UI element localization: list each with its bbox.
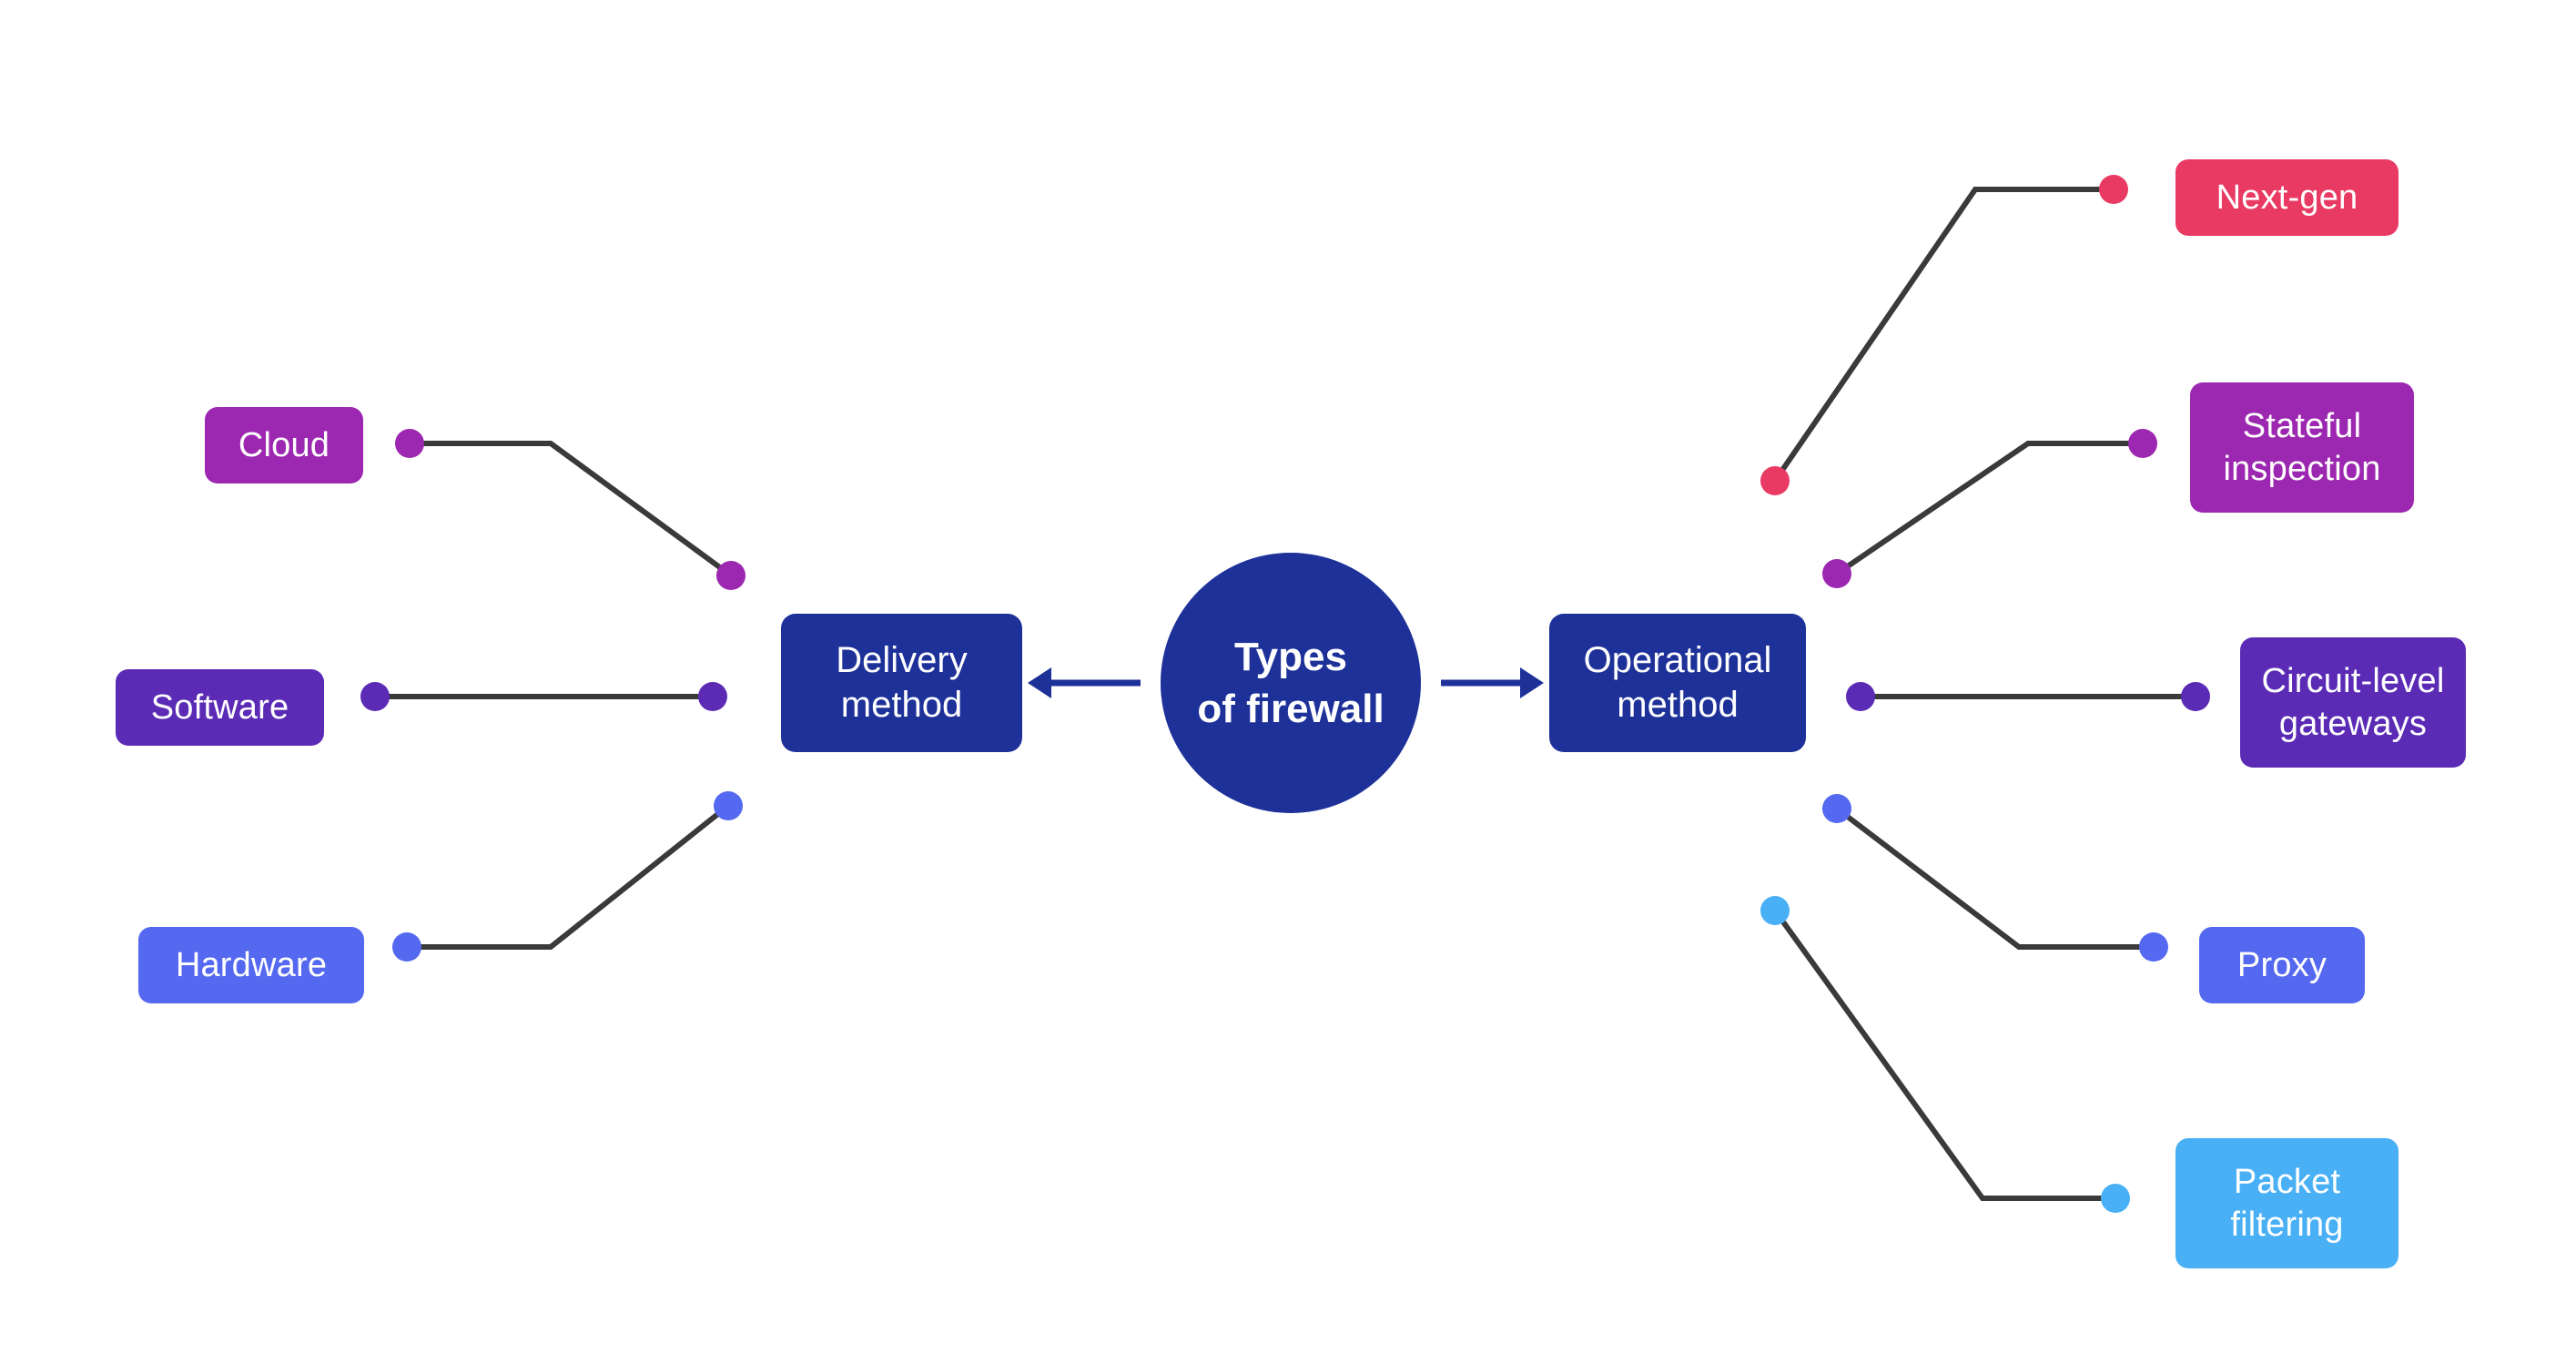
leaf-node-packet-filtering[interactable]: Packet filtering [2175,1138,2399,1268]
connector-line-hardware [407,803,730,950]
leaf-label-cloud: Cloud [238,425,330,464]
connector-line-stateful-inspection [1835,441,2143,576]
connector-dot-outer-hardware [714,791,743,820]
connector-dot-inner-circuit-level-gateways [1846,682,1875,711]
connector-dot-inner-next-gen [1760,466,1790,495]
connector-dot-outer-proxy [2139,932,2168,962]
connector-line-cloud [410,441,733,578]
connector-dot-outer-software [698,682,727,711]
connector-line-packet-filtering [1772,909,2115,1201]
leaf-node-proxy[interactable]: Proxy [2199,927,2365,1003]
connector-dot-inner-hardware [392,932,421,962]
connector-dot-inner-cloud [395,429,424,458]
connector-line-next-gen [1772,187,2114,483]
connector-dot-inner-software [360,682,390,711]
leaf-node-software[interactable]: Software [116,669,324,746]
left-arrow-icon [1028,667,1141,698]
leaf-label-hardware: Hardware [175,945,328,984]
branch-node-delivery-method[interactable]: Delivery method [781,614,1022,752]
hub-node-types-of-firewall[interactable]: Types of firewall [1161,553,1421,813]
leaf-label-stateful-inspection: Stateful inspection [2223,407,2381,488]
leaf-node-circuit-level-gateways[interactable]: Circuit-level gateways [2240,637,2466,768]
leaf-node-cloud[interactable]: Cloud [205,407,363,484]
connector-dot-inner-stateful-inspection [1822,559,1851,588]
connector-dot-outer-stateful-inspection [2128,429,2157,458]
leaf-label-software: Software [150,687,289,727]
left-arrow-icon-head [1028,667,1051,698]
connector-dot-inner-proxy [1822,794,1851,823]
connector-line-proxy [1835,806,2154,950]
leaf-label-proxy: Proxy [2236,945,2328,984]
connector-dot-outer-next-gen [2099,175,2128,204]
leaf-node-hardware[interactable]: Hardware [138,927,364,1003]
right-arrow-icon [1441,667,1544,698]
connector-dot-outer-cloud [716,561,745,590]
branch-label-delivery-method: Delivery method [836,640,968,725]
hub-label: Types of firewall [1197,634,1384,731]
leaf-label-next-gen: Next-gen [2216,178,2358,217]
leaf-node-stateful-inspection[interactable]: Stateful inspection [2190,382,2414,513]
leaf-label-packet-filtering: Packet filtering [2230,1163,2344,1244]
connector-dot-outer-circuit-level-gateways [2181,682,2210,711]
branch-node-operational-method[interactable]: Operational method [1549,614,1806,752]
branch-label-operational-method: Operational method [1583,640,1772,725]
leaf-node-next-gen[interactable]: Next-gen [2175,159,2399,236]
connector-dot-outer-packet-filtering [2101,1184,2130,1213]
leaf-label-circuit-level-gateways: Circuit-level gateways [2261,662,2445,743]
right-arrow-icon-head [1520,667,1544,698]
connector-dot-inner-packet-filtering [1760,896,1790,925]
